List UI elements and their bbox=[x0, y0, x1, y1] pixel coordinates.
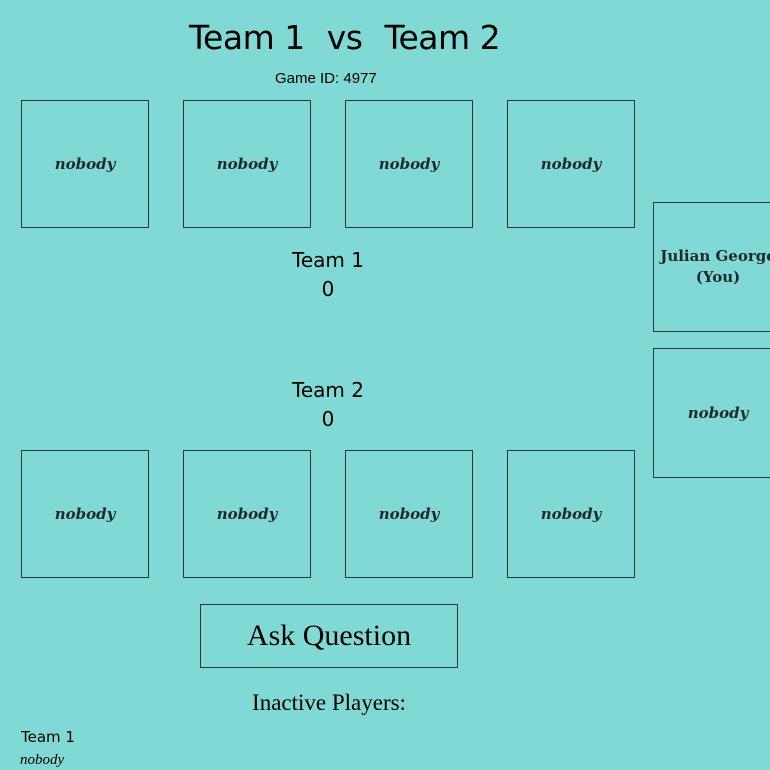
seat-player-name: nobody bbox=[216, 505, 278, 523]
team2-score-block: Team 2 0 bbox=[258, 376, 398, 434]
team2-seat-2[interactable]: nobody bbox=[183, 450, 311, 578]
seat-player-name: nobody bbox=[540, 155, 602, 173]
team2-title: Team 2 bbox=[384, 17, 501, 57]
seat-player-name: nobody bbox=[687, 404, 749, 422]
vs-label: vs bbox=[326, 17, 363, 57]
seat-player-name: nobody bbox=[540, 505, 602, 523]
game-id: Game ID: 4977 bbox=[275, 70, 377, 87]
seat-player-name: nobody bbox=[216, 155, 278, 173]
current-player-seat[interactable]: Julian George (You) bbox=[653, 202, 770, 332]
current-player-name: Julian George (You) bbox=[660, 246, 770, 288]
seat-player-name: nobody bbox=[54, 155, 116, 173]
match-title: Team 1 vs Team 2 bbox=[189, 14, 501, 60]
team1-seat-1[interactable]: nobody bbox=[21, 100, 149, 228]
team1-seat-4[interactable]: nobody bbox=[507, 100, 635, 228]
inactive-team-label: Team 1 bbox=[21, 728, 75, 746]
ask-question-button[interactable]: Ask Question bbox=[200, 604, 458, 668]
team2-score-label: Team 2 bbox=[292, 378, 364, 402]
inactive-player: nobody bbox=[20, 752, 65, 768]
seat-player-name: nobody bbox=[378, 155, 440, 173]
team1-score-block: Team 1 0 bbox=[258, 246, 398, 304]
team2-seat-1[interactable]: nobody bbox=[21, 450, 149, 578]
seat-player-name: nobody bbox=[378, 505, 440, 523]
you-tag: (You) bbox=[695, 268, 741, 286]
team2-seat-3[interactable]: nobody bbox=[345, 450, 473, 578]
team1-seat-2[interactable]: nobody bbox=[183, 100, 311, 228]
side-seat[interactable]: nobody bbox=[653, 348, 770, 478]
team2-score-value: 0 bbox=[321, 407, 335, 431]
team1-title: Team 1 bbox=[189, 17, 305, 57]
team1-seat-3[interactable]: nobody bbox=[345, 100, 473, 228]
seat-player-name: nobody bbox=[54, 505, 116, 523]
player-name: Julian George bbox=[660, 247, 770, 265]
team1-score-label: Team 1 bbox=[292, 248, 364, 272]
team2-seat-4[interactable]: nobody bbox=[507, 450, 635, 578]
team1-score-value: 0 bbox=[321, 277, 335, 301]
inactive-players-heading: Inactive Players: bbox=[252, 690, 406, 715]
